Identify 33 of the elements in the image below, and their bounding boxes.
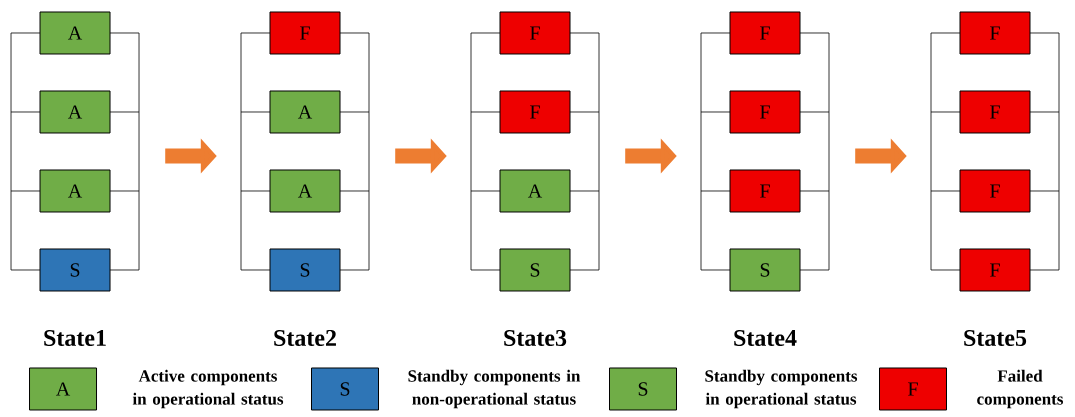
component-box: A [39, 169, 111, 213]
component-box: A [269, 90, 341, 134]
swatch-letter: S [638, 382, 648, 396]
component-box: A [499, 169, 571, 213]
component-box: S [39, 248, 111, 292]
legend-text: Standby components in non-operational status [408, 369, 581, 409]
component-box: F [729, 90, 801, 134]
component-box: S [729, 248, 801, 292]
component-box: A [39, 90, 111, 134]
component-box: F [729, 11, 801, 55]
component-box: S [269, 248, 341, 292]
component-box: F [959, 11, 1031, 55]
component-box: F [499, 90, 571, 134]
component-box: F [729, 169, 801, 213]
component-box: F [499, 11, 571, 55]
state-label: State3 [504, 329, 567, 347]
state-label: State1 [44, 329, 106, 347]
swatch-letter: A [56, 382, 71, 396]
component-box: F [959, 90, 1031, 134]
component-box: F [959, 248, 1031, 292]
swatch-letter: S [340, 382, 350, 396]
legend-text: Failed components [977, 369, 1063, 409]
component-box: S [499, 248, 571, 292]
state-label: State5 [964, 329, 1027, 347]
state-label: State4 [734, 329, 797, 347]
component-box: F [269, 11, 341, 55]
component-box: F [959, 169, 1031, 213]
state-label: State2 [274, 329, 336, 347]
component-box: A [269, 169, 341, 213]
swatch-letter: F [908, 382, 918, 396]
legend-text: Standby components in operational status [705, 369, 858, 409]
legend-text: Active components in operational status [132, 369, 284, 409]
component-box: A [39, 11, 111, 55]
